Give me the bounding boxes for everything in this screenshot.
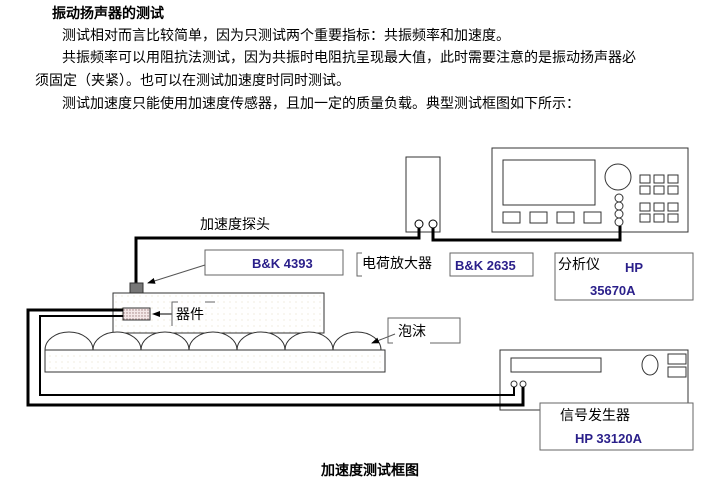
generator-cable-outer bbox=[26, 308, 525, 407]
figure-caption: 加速度测试框图 bbox=[321, 463, 419, 479]
generator-cable-inner bbox=[39, 315, 515, 396]
analyzer-label: 分析仪 bbox=[558, 257, 600, 273]
analyzer-brand: HP bbox=[625, 260, 643, 275]
analyzer-model: 35670A bbox=[590, 283, 636, 298]
paragraph-3: 测试加速度只能使用加速度传感器，且加一定的质量负载。典型测试框图如下所示： bbox=[62, 96, 580, 112]
amp-analyzer-cable bbox=[431, 226, 622, 242]
paragraph-1: 测试相对而言比较简单，因为只测试两个重要指标：共振频率和加速度。 bbox=[62, 28, 510, 44]
generator-model: HP 33120A bbox=[575, 431, 643, 446]
analyzer-device bbox=[491, 147, 689, 233]
foam-label: 泡沫 bbox=[398, 324, 426, 340]
accelerometer-probe bbox=[129, 282, 144, 294]
paragraph-2-cont: 须固定（夹紧）。也可以在测试加速度时同时测试。 bbox=[35, 73, 350, 89]
amp-label: 电荷放大器 bbox=[362, 256, 432, 272]
charge-amplifier-device bbox=[405, 156, 441, 233]
signal-generator-device bbox=[499, 349, 689, 411]
amp-model: B&K 2635 bbox=[455, 258, 516, 273]
device-component bbox=[122, 307, 151, 321]
generator-label: 信号发生器 bbox=[560, 408, 630, 424]
paragraph-2: 共振频率可以用阻抗法测试，因为共振时电阻抗呈现最大值，此时需要注意的是振动扬声器… bbox=[62, 50, 636, 66]
probe-label: 加速度探头 bbox=[200, 217, 270, 233]
probe-cable bbox=[134, 228, 421, 283]
foam bbox=[44, 331, 386, 373]
probe-model: B&K 4393 bbox=[252, 256, 313, 271]
device-label: 器件 bbox=[176, 307, 204, 323]
section-title: 振动扬声器的测试 bbox=[52, 6, 164, 22]
